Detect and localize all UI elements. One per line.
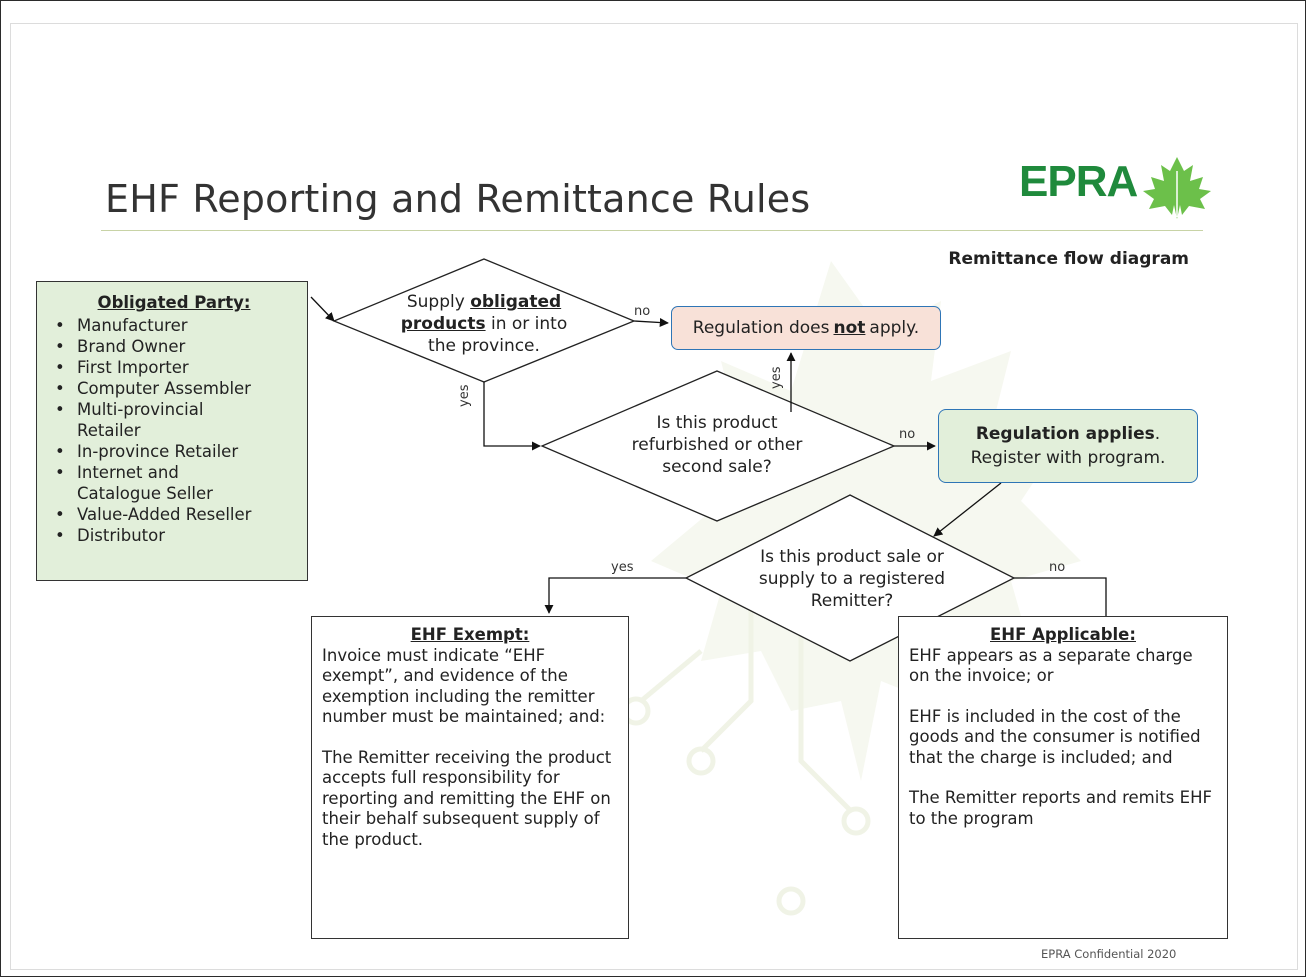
epra-logo: EPRA [1019, 151, 1219, 221]
diagram-subtitle: Remittance flow diagram [948, 249, 1189, 269]
ehf-applicable-heading: EHF Applicable: [990, 625, 1136, 644]
label-yes-d1: yes [457, 384, 472, 407]
ehf-exempt-p1: Invoice must indicate “EHF exempt”, and … [322, 645, 606, 727]
label-no-d2: no [899, 427, 916, 442]
ehf-applicable-box: EHF Applicable: EHF appears as a separat… [898, 616, 1228, 939]
list-item: Value-Added Reseller [51, 504, 297, 525]
label-yes-d3: yes [611, 560, 634, 575]
list-item: Distributor [51, 525, 297, 546]
logo-text: EPRA [1019, 157, 1138, 206]
label-yes-d2: yes [769, 366, 784, 389]
arrow-applies-to-d3 [933, 482, 1002, 537]
list-item: First Importer [51, 357, 297, 378]
arrow-d1-yes [483, 382, 541, 451]
footer-confidential: EPRA Confidential 2020 [1041, 947, 1177, 961]
slide-frame [10, 23, 1298, 970]
arrow-d3-no [1014, 577, 1111, 635]
list-item: Computer Assembler [51, 378, 297, 399]
ehf-applicable-p1: EHF appears as a separate charge on the … [909, 645, 1193, 686]
regulation-applies-box: Regulation applies. Register with progra… [938, 409, 1198, 483]
label-no-d1: no [634, 304, 651, 319]
obligated-party-list: Manufacturer Brand Owner First Importer … [51, 315, 297, 546]
arrow-d1-no [633, 317, 669, 328]
obligated-party-heading: Obligated Party: [97, 293, 251, 312]
ehf-exempt-box: EHF Exempt: Invoice must indicate “EHF e… [311, 616, 629, 939]
ehf-exempt-heading: EHF Exempt: [410, 625, 530, 644]
list-item: In-province Retailer [51, 441, 297, 462]
decision-1-text: Supply obligated products in or into the… [400, 292, 568, 356]
ehf-applicable-p3: The Remitter reports and remits EHF to t… [909, 788, 1212, 828]
list-item: Internet and Catalogue Seller [51, 462, 257, 504]
list-item: Manufacturer [51, 315, 297, 336]
obligated-party-box: Obligated Party: Manufacturer Brand Owne… [36, 281, 308, 581]
regulation-not-apply-box: Regulation does not apply. [671, 306, 941, 350]
arrow-d3-yes [544, 577, 686, 614]
arrow-party-to-d1 [310, 296, 335, 322]
title-divider [101, 230, 1203, 231]
decision-3-text: Is this product sale or supply to a regi… [758, 547, 946, 611]
ehf-exempt-p2: The Remitter receiving the product accep… [322, 747, 612, 849]
list-item: Brand Owner [51, 336, 297, 357]
decision-2-text: Is this product refurbished or other sec… [631, 413, 803, 477]
label-no-d3: no [1049, 560, 1066, 575]
slide-title: EHF Reporting and Remittance Rules [105, 177, 811, 221]
ehf-applicable-p2: EHF is included in the cost of the goods… [909, 706, 1201, 767]
decision-diamond-2 [540, 370, 896, 522]
maple-leaf-icon [1143, 157, 1211, 219]
list-item: Multi-provincial Retailer [51, 399, 237, 441]
